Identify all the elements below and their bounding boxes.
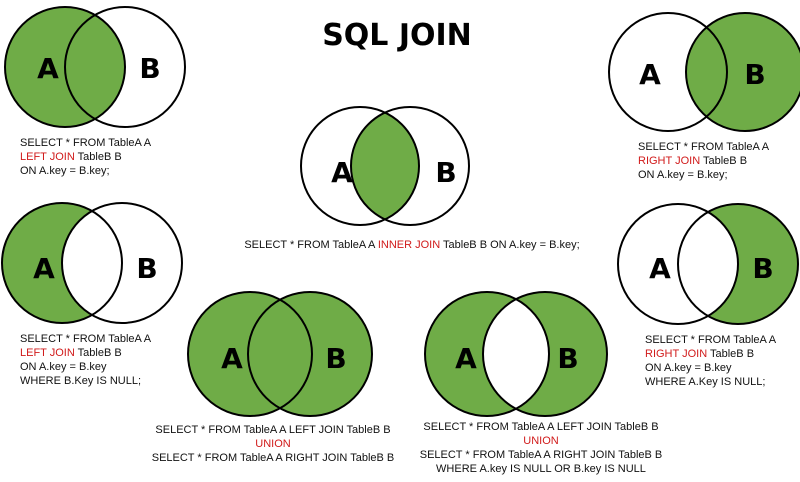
venn-circle-b — [686, 13, 800, 131]
sql-line: WHERE A.Key IS NULL; — [645, 376, 765, 388]
sql-line: LEFT JOIN TableB B — [20, 347, 122, 359]
page-title: SQL JOIN — [322, 18, 472, 53]
label-a: A — [37, 52, 59, 85]
sql-left-exclusive: SELECT * FROM TableA A LEFT JOIN TableB … — [20, 333, 152, 387]
label-b: B — [744, 58, 765, 91]
venn-intersection — [351, 107, 419, 225]
sql-line: SELECT * FROM TableA A LEFT JOIN TableB … — [423, 421, 658, 433]
sql-full-exclusive: SELECT * FROM TableA A LEFT JOIN TableB … — [420, 421, 663, 475]
sql-right-join: SELECT * FROM TableA A RIGHT JOIN TableB… — [638, 141, 770, 181]
venn-left-exclusive: A B — [1, 202, 183, 324]
sql-line: SELECT * FROM TableA A — [20, 137, 152, 149]
sql-line: SELECT * FROM TableA A — [645, 334, 777, 346]
label-b: B — [435, 156, 456, 189]
label-b: B — [139, 52, 160, 85]
venn-circle-b — [248, 292, 372, 416]
sql-line: SELECT * FROM TableA A — [20, 333, 152, 345]
sql-line: ON A.key = B.key; — [20, 165, 110, 177]
sql-line: SELECT * FROM TableA A — [638, 141, 770, 153]
label-a: A — [649, 252, 671, 285]
label-b: B — [325, 342, 346, 375]
venn-left-join: A B — [4, 6, 186, 128]
sql-full-outer-join: SELECT * FROM TableA A LEFT JOIN TableB … — [152, 424, 395, 464]
sql-line: ON A.key = B.key — [20, 361, 107, 373]
sql-inner-join: SELECT * FROM TableA A INNER JOIN TableB… — [244, 239, 579, 251]
sql-left-join: SELECT * FROM TableA A LEFT JOIN TableB … — [20, 137, 152, 177]
venn-circle-b — [64, 6, 186, 128]
sql-line: SELECT * FROM TableA A RIGHT JOIN TableB… — [152, 452, 395, 464]
venn-circle-b — [677, 203, 799, 325]
venn-full-exclusive: A B — [424, 291, 608, 417]
sql-line: RIGHT JOIN TableB B — [645, 348, 754, 360]
sql-line: SELECT * FROM TableA A LEFT JOIN TableB … — [155, 424, 390, 436]
label-a: A — [331, 156, 353, 189]
venn-circle-a — [1, 202, 123, 324]
sql-line: SELECT * FROM TableA A RIGHT JOIN TableB… — [420, 449, 663, 461]
label-a: A — [455, 342, 477, 375]
venn-full-outer-join: A B — [187, 291, 373, 417]
venn-circle-a — [617, 203, 739, 325]
venn-circle-a — [608, 12, 728, 132]
sql-line: WHERE B.Key IS NULL; — [20, 375, 141, 387]
label-a: A — [221, 342, 243, 375]
venn-circle-b — [350, 106, 470, 226]
venn-inner-join: A B — [300, 106, 470, 226]
venn-circle-a — [300, 106, 420, 226]
sql-keyword: UNION — [255, 438, 291, 450]
venn-only-b — [483, 292, 607, 416]
venn-right-join: A B — [608, 12, 800, 132]
venn-intersection — [65, 7, 125, 127]
venn-right-exclusive: A B — [617, 203, 799, 325]
label-a: A — [639, 58, 661, 91]
sql-keyword: UNION — [523, 435, 559, 447]
label-b: B — [136, 252, 157, 285]
label-b: B — [752, 252, 773, 285]
venn-circle-b — [482, 291, 608, 417]
venn-circle-b — [61, 202, 183, 324]
sql-line: LEFT JOIN TableB B — [20, 151, 122, 163]
sql-line: RIGHT JOIN TableB B — [638, 155, 747, 167]
sql-right-exclusive: SELECT * FROM TableA A RIGHT JOIN TableB… — [645, 334, 777, 388]
label-a: A — [33, 252, 55, 285]
label-b: B — [557, 342, 578, 375]
sql-line: ON A.key = B.key — [645, 362, 732, 374]
venn-circle-a — [424, 291, 550, 417]
sql-line: WHERE A.key IS NULL OR B.key IS NULL — [436, 463, 646, 475]
sql-line: ON A.key = B.key; — [638, 169, 728, 181]
